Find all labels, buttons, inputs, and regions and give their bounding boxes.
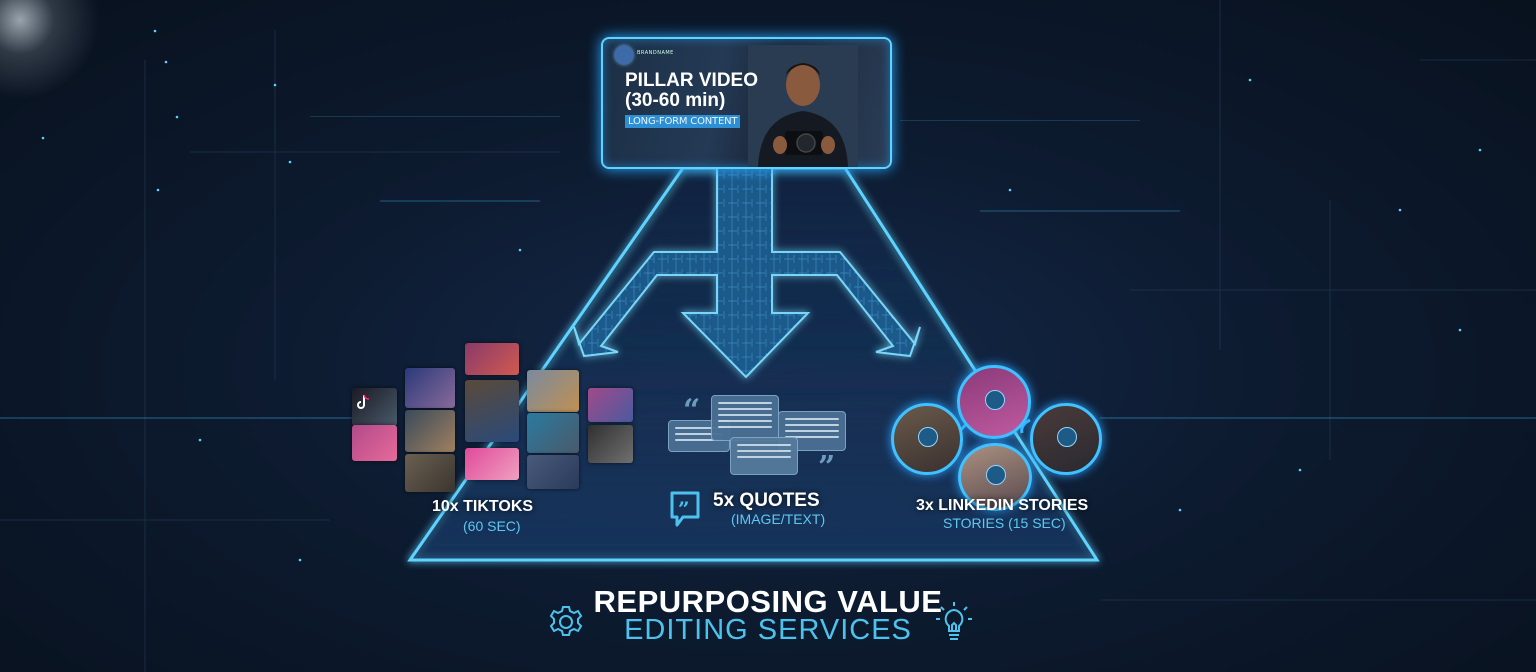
tiktok-thumb [527,413,579,453]
quote-bubble [711,395,779,441]
quotes-sublabel: (IMAGE/TEXT) [731,511,826,527]
lightbulb-icon [936,602,972,640]
pillar-title-line2: (30-60 min) [625,90,726,111]
long-form-badge: LONG-FORM CONTENT [625,115,741,128]
quotes-label: 5x QUOTES [713,490,820,511]
play-icon [918,426,938,447]
tiktok-thumb [527,370,579,412]
pillar-video-card[interactable]: BRANDNAME PILLAR VIDEO (30-60 min) LONG-… [601,37,892,169]
play-icon [986,464,1006,485]
tiktok-thumb [527,455,579,489]
footer-subtitle: EDITING SERVICES [624,614,912,646]
footer-title: REPURPOSING VALUE [593,584,943,619]
pillar-title: PILLAR VIDEO (30-60 min) [625,71,758,111]
open-quote-icon: “ [683,393,701,428]
linkedin-label: 3x LINKEDIN STORIES [916,497,1089,514]
pillar-title-line1: PILLAR VIDEO [625,70,759,91]
presenter-image [748,45,858,167]
tiktok-thumb [588,388,633,422]
linkedin-story-circle[interactable] [958,443,1032,511]
tiktok-thumb [405,368,455,408]
close-quote-icon: ” [818,450,836,485]
tiktok-thumb [465,380,519,442]
gear-icon [549,606,583,636]
quote-bubble [730,437,798,475]
tiktok-thumb [405,410,455,452]
tiktok-label: 10x TIKTOKS [432,498,534,515]
tiktok-thumb [352,388,397,426]
tiktok-thumb [405,454,455,492]
tiktok-icon [357,394,370,409]
tiktok-thumb [352,425,397,461]
tiktok-thumb [465,448,519,480]
tiktok-sublabel: (60 SEC) [463,518,521,534]
svg-text:”: ” [678,497,690,521]
linkedin-story-circle[interactable] [1030,403,1102,475]
tiktok-thumb [588,425,633,463]
linkedin-sublabel: STORIES (15 SEC) [943,515,1066,531]
play-icon [985,389,1005,410]
play-icon [1057,426,1077,447]
quote-bubble-icon: ” [670,491,700,527]
linkedin-story-circle[interactable] [957,365,1031,439]
tiktok-thumb [465,343,519,375]
brand-logo-icon [615,46,633,64]
linkedin-story-circle[interactable] [891,403,963,475]
brand-name: BRANDNAME [637,50,674,56]
